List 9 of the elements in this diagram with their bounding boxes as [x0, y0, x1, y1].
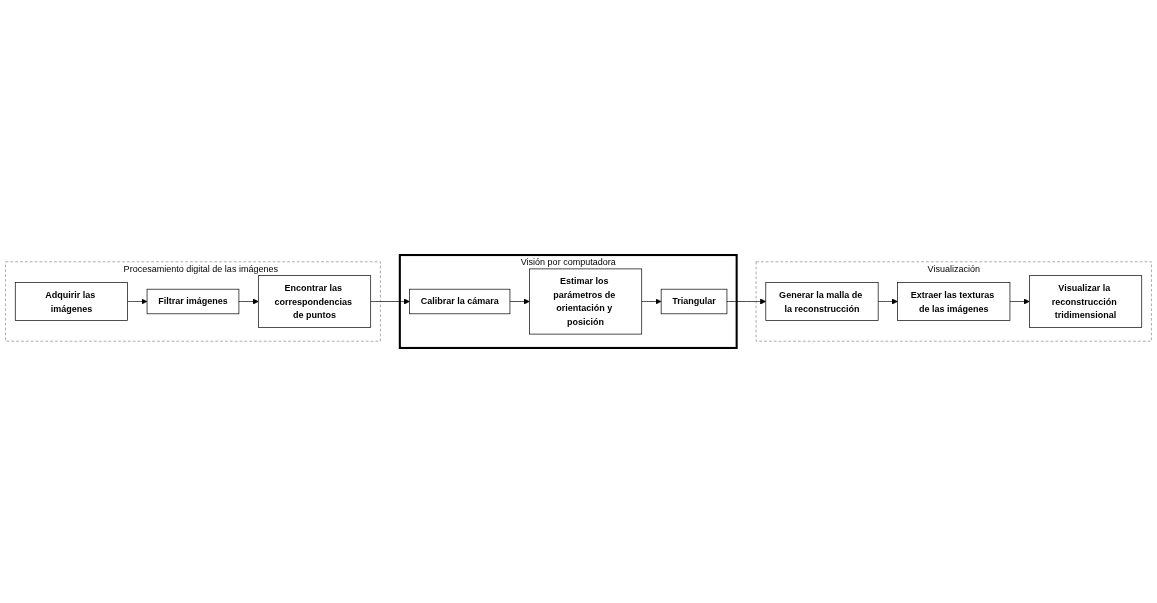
- node-box: Estimar los parámetros de orientación y posición: [529, 268, 643, 335]
- node-box: Extraer las texturas de las imágenes: [897, 282, 1011, 321]
- node-box: Filtrar imágenes: [146, 288, 240, 315]
- node-box: Adquirir las imágenes: [14, 282, 128, 321]
- node-box: Visualizar la reconstrucción tridimensional: [1029, 275, 1143, 328]
- node-box: Triangular: [660, 288, 728, 315]
- node-box: Encontrar las correspondencias de puntos: [258, 275, 372, 328]
- node-box: Calibrar la cámara: [409, 288, 511, 315]
- node-box: Generar la malla de la reconstrucción: [765, 282, 879, 321]
